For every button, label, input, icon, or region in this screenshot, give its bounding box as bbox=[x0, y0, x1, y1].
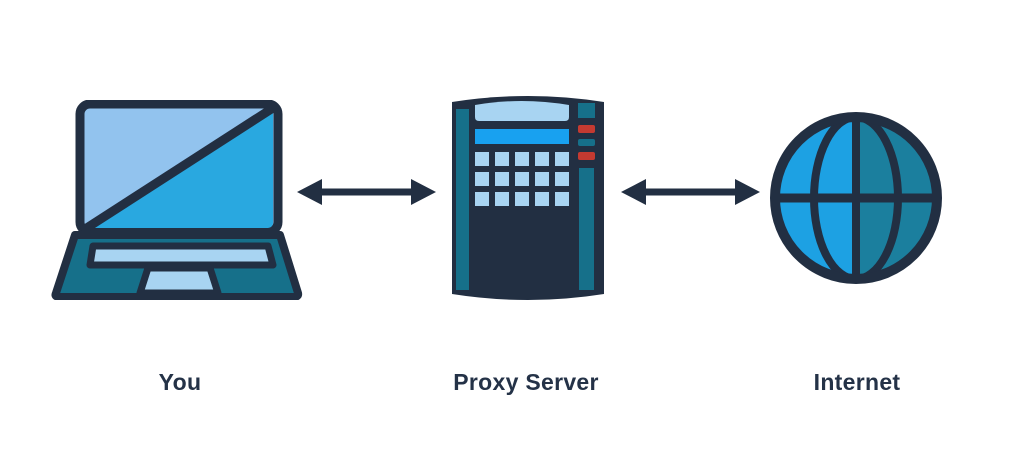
node-label-proxy-server: Proxy Server bbox=[453, 369, 599, 395]
globe-icon bbox=[770, 112, 942, 284]
server-icon bbox=[452, 96, 604, 300]
laptop-icon bbox=[51, 100, 303, 300]
node-label-you: You bbox=[158, 369, 202, 395]
bidirectional-arrow-icon bbox=[297, 179, 436, 205]
node-label-internet: Internet bbox=[813, 369, 901, 395]
bidirectional-arrow-icon bbox=[621, 179, 760, 205]
